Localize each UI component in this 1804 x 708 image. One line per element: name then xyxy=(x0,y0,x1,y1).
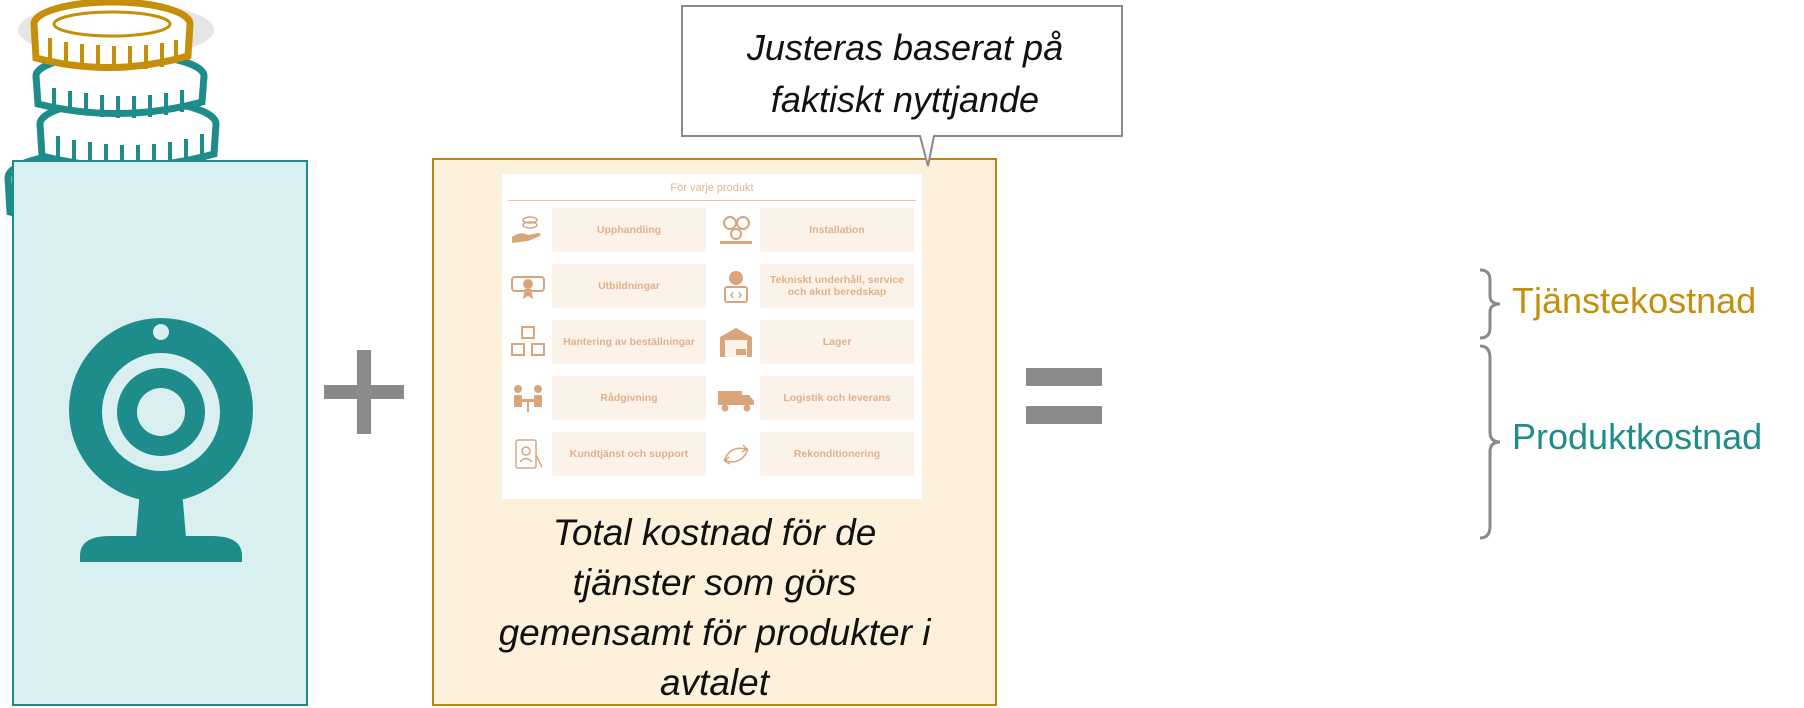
caption-line: avtalet xyxy=(659,662,769,703)
service-label: Utbildningar xyxy=(552,264,706,308)
service-cost-label: Tjänstekostnad xyxy=(1512,280,1757,321)
service-item-kundtjanst: Kundtjänst och support xyxy=(506,428,710,480)
service-label: Rekonditionering xyxy=(760,432,914,476)
service-item-lager: Lager xyxy=(714,316,918,368)
gears-icon xyxy=(720,216,752,244)
service-label: Upphandling xyxy=(552,208,706,252)
service-label: Rådgivning xyxy=(552,376,706,420)
equals-operator-icon xyxy=(1026,368,1102,424)
card-heading: För varje produkt xyxy=(670,182,754,194)
callout-text: Justeras baserat på faktiskt nyttjande xyxy=(690,22,1120,126)
card-divider xyxy=(508,200,916,201)
services-caption: Total kostnad för de tjänster som görs g… xyxy=(434,508,995,708)
caption-line: gemensamt för produkter i xyxy=(498,612,931,653)
service-item-radgivning: Rådgivning xyxy=(506,372,710,424)
brace-icon xyxy=(1479,268,1501,340)
cycle-arrows-icon xyxy=(723,444,749,465)
service-label: Tekniskt underhåll, service och akut ber… xyxy=(760,264,914,308)
webcam-icon xyxy=(69,318,253,562)
service-item-hantering: Hantering av beställningar xyxy=(506,316,710,368)
service-item-tekniskt-underhall: Tekniskt underhåll, service och akut ber… xyxy=(714,260,918,312)
service-item-logistik: Logistik och leverans xyxy=(714,372,918,424)
service-label: Installation xyxy=(760,208,914,252)
callout-bubble xyxy=(681,5,1123,167)
service-label: Logistik och leverans xyxy=(760,376,914,420)
service-item-installation: Installation xyxy=(714,204,918,256)
caption-line: tjänster som görs xyxy=(572,562,857,603)
services-card: För varje produkt Upphandling Installati… xyxy=(502,174,922,499)
technician-icon xyxy=(724,271,748,303)
service-item-upphandling: Upphandling xyxy=(506,204,710,256)
callout-line: Justeras baserat på xyxy=(746,27,1064,68)
services-panel: För varje produkt Upphandling Installati… xyxy=(432,158,997,706)
service-label: Hantering av beställningar xyxy=(552,320,706,364)
certificate-icon xyxy=(511,276,545,299)
boxes-icon xyxy=(511,326,545,356)
brace-icon xyxy=(1479,344,1501,540)
product-cost-label: Produktkostnad xyxy=(1512,416,1763,457)
plus-operator-icon xyxy=(324,350,404,434)
warehouse-icon xyxy=(720,328,752,357)
hand-coins-icon xyxy=(512,216,541,243)
product-panel xyxy=(12,160,308,706)
support-icon xyxy=(515,439,543,469)
service-label: Lager xyxy=(760,320,914,364)
callout-line: faktiskt nyttjande xyxy=(770,79,1040,120)
service-item-rekonditionering: Rekonditionering xyxy=(714,428,918,480)
service-label: Kundtjänst och support xyxy=(552,432,706,476)
meeting-icon xyxy=(514,385,542,412)
service-item-utbildningar: Utbildningar xyxy=(506,260,710,312)
truck-icon xyxy=(718,391,754,412)
caption-line: Total kostnad för de xyxy=(552,512,877,553)
